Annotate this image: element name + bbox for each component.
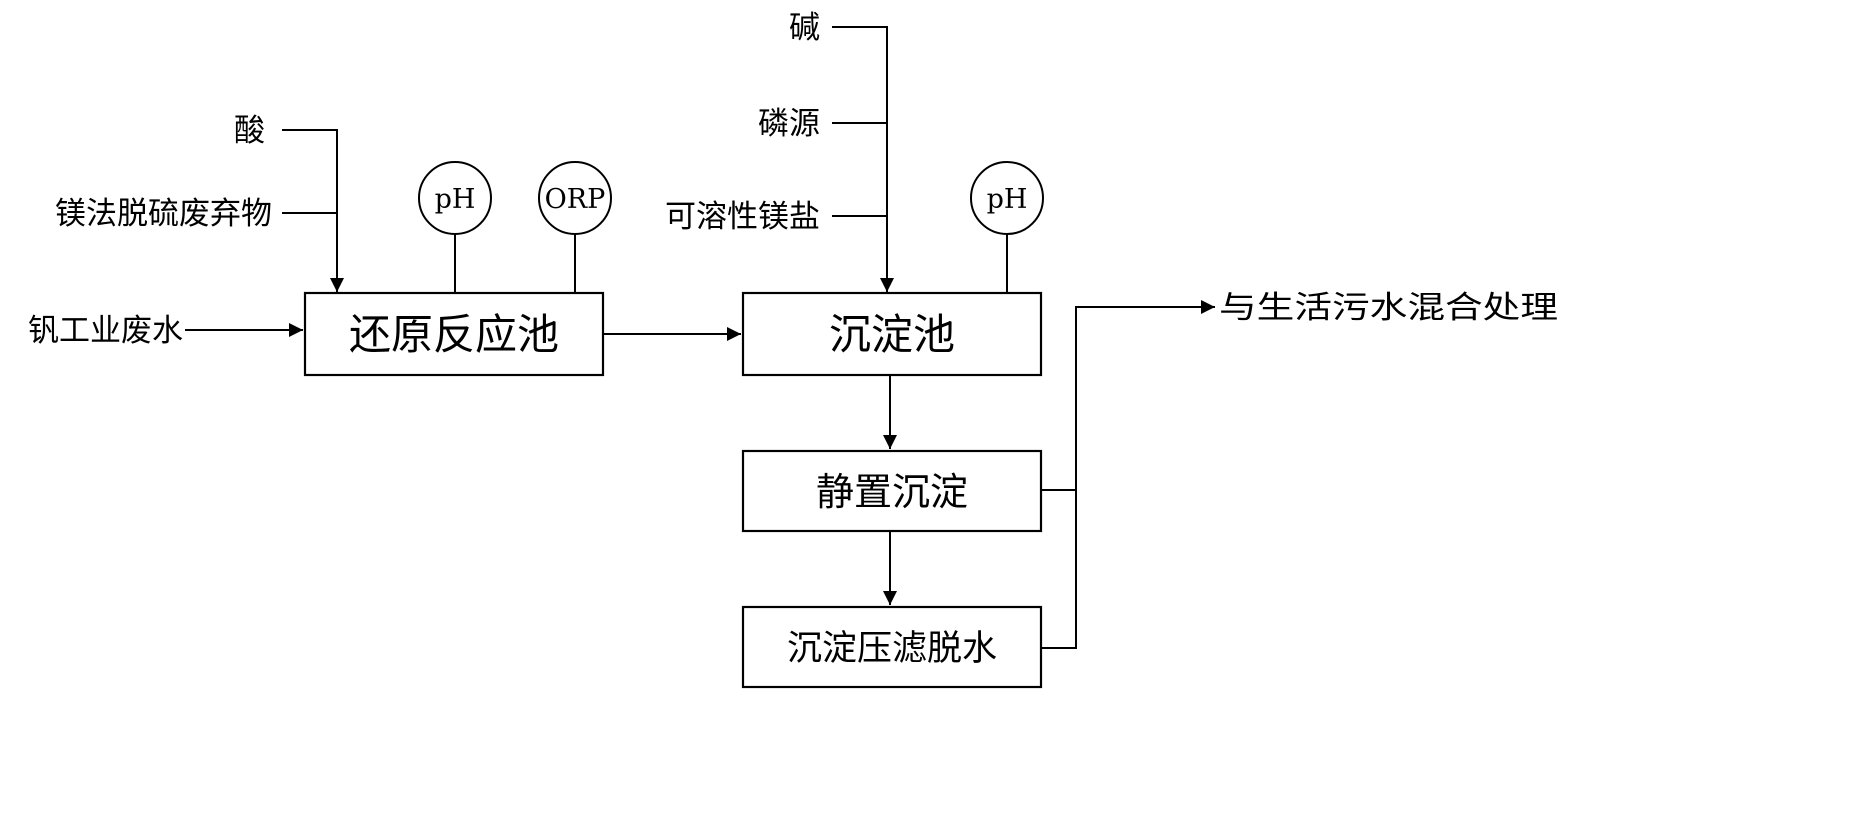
- sedimentation-tank-label: 沉淀池: [829, 310, 955, 359]
- mg-desulfurization-waste-label: 镁法脱硫废弃物: [55, 196, 272, 232]
- static-settling-box: 静置沉淀: [741, 449, 1043, 533]
- filter-press-label: 沉淀压滤脱水: [787, 629, 997, 669]
- reduction-tank-label: 还原反应池: [349, 310, 559, 359]
- vanadium-wastewater-label: 钒工业废水: [28, 313, 183, 349]
- alkali-feed-line: [832, 26, 894, 292]
- effluent-line: [1041, 300, 1215, 649]
- acid-feed-line: [282, 129, 344, 292]
- filter-press-box: 沉淀压滤脱水: [741, 605, 1043, 689]
- reduction-tank-box: 还原反应池: [303, 291, 605, 377]
- alkali-label: 碱: [789, 10, 820, 46]
- orp-meter: ORP: [538, 161, 612, 293]
- process-flow-diagram: pH ORP 还原反应池 pH 沉淀池 静置沉淀: [28, 10, 1558, 689]
- ph-meter-label: pH: [435, 184, 476, 215]
- acid-label: 酸: [234, 113, 265, 149]
- output-label: 与生活污水混合处理: [1219, 290, 1558, 326]
- phosphorus-source-label: 磷源: [758, 106, 820, 142]
- ph-meter-sedimentation: pH: [970, 161, 1044, 293]
- ph-meter-label: pH: [987, 184, 1028, 215]
- static-settling-label: 静置沉淀: [816, 470, 968, 514]
- sedimentation-tank-box: 沉淀池: [741, 291, 1043, 377]
- orp-meter-label: ORP: [545, 184, 606, 215]
- ph-meter-reduction: pH: [418, 161, 492, 293]
- soluble-mg-salt-label: 可溶性镁盐: [665, 199, 820, 235]
